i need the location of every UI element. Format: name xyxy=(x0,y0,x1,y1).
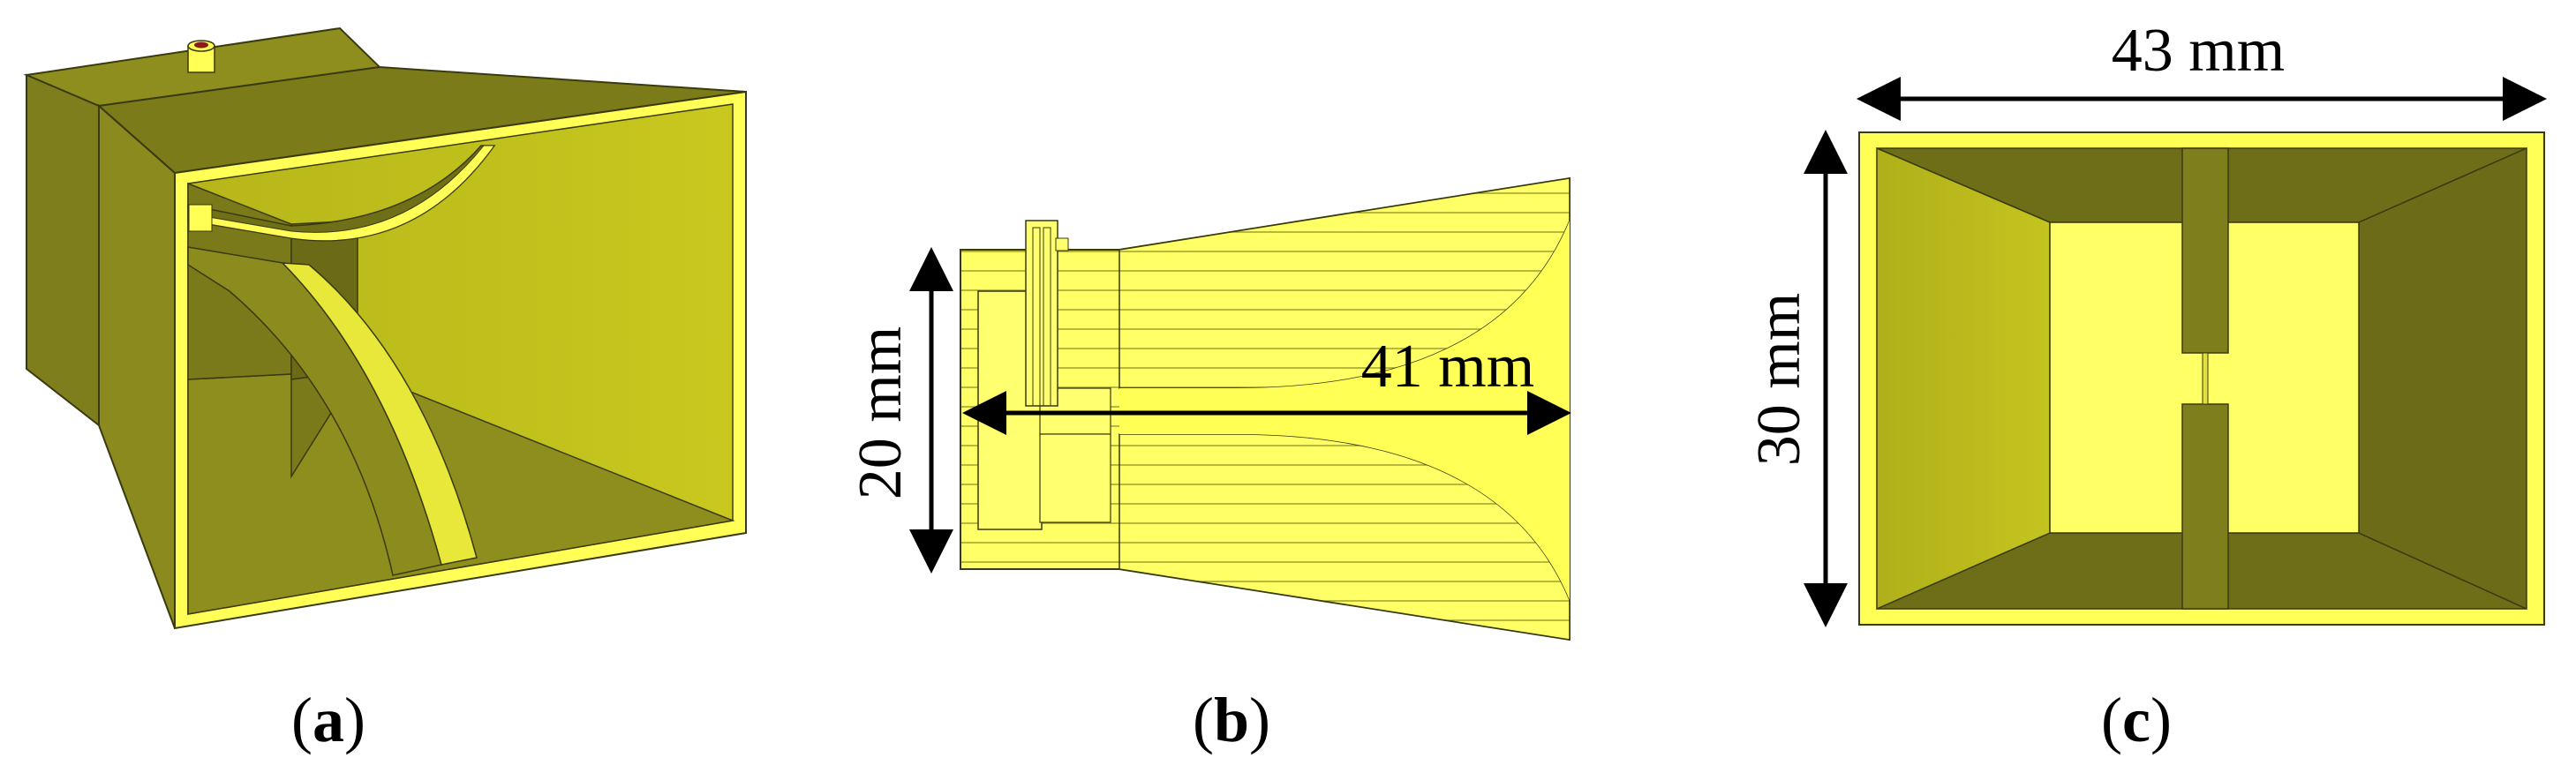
dim-41mm-label: 41 mm xyxy=(1361,333,1534,401)
dim-30mm-label: 30 mm xyxy=(1745,293,1813,466)
upper-ridge-front xyxy=(2181,147,2229,354)
lower-ridge-front xyxy=(2181,403,2229,610)
upper-ridge-bright-edge xyxy=(187,145,495,242)
dim-20mm-label: 20 mm xyxy=(847,326,915,499)
feed-pin-front xyxy=(2202,352,2209,405)
feed-pin xyxy=(188,204,213,232)
caption-b: (b) xyxy=(1193,685,1270,755)
coax-probe xyxy=(1025,220,1069,407)
left-wall xyxy=(1876,146,2051,611)
horn-left-face xyxy=(98,103,176,629)
panel-a-horn-perspective xyxy=(23,26,747,630)
right-wall xyxy=(2358,146,2527,611)
panel-c-horn-front-view: 43 mm 30 mm xyxy=(1745,17,2547,627)
coax-connector xyxy=(187,40,215,73)
feed-block-lower xyxy=(1039,433,1111,523)
dim-43mm-label: 43 mm xyxy=(2112,17,2285,85)
waveguide-left-face xyxy=(26,73,100,428)
lower-ridge-bright-edge xyxy=(281,262,478,566)
caption-a: (a) xyxy=(291,685,365,755)
panel-b-horn-side-section: 20 mm 41 mm xyxy=(847,176,1571,641)
caption-c: (c) xyxy=(2101,685,2172,755)
